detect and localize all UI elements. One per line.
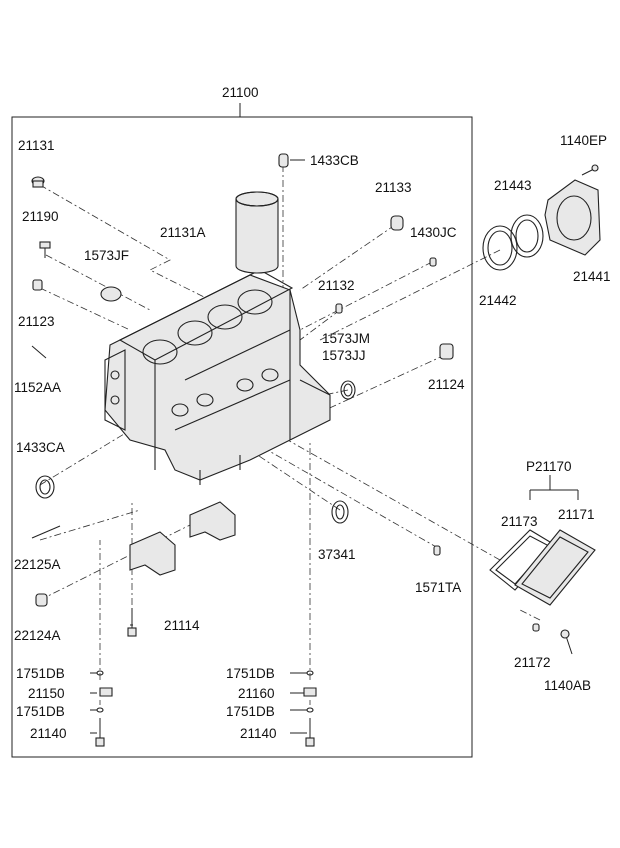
seal-21442 [482,225,518,271]
label-1751DB-c: 1751DB [16,704,65,719]
bolt-1140EP [581,164,599,176]
label-1751DB-d: 1751DB [226,704,275,719]
label-21171: 21171 [558,507,595,522]
bolt-21114 [127,608,137,637]
part-21172 [532,623,540,632]
part-21132 [335,303,343,314]
bracket-P21170 [529,475,579,500]
bolt-21190 [39,241,51,258]
label-21132: 21132 [318,278,355,293]
seal-1573JJ [340,380,356,400]
part-22124A [35,593,48,607]
bearing-cap-2 [189,501,236,541]
label-21160: 21160 [238,686,275,701]
part-21124 [439,343,454,360]
label-21441: 21441 [573,269,611,284]
label-22124A: 22124A [14,628,61,643]
label-1433CA: 1433CA [16,440,65,455]
label-21173: 21173 [501,514,538,529]
pin-1430JC [429,257,437,267]
bearing-cap-1 [129,531,176,576]
label-21140-b: 21140 [240,726,277,741]
label-1433CB: 1433CB [310,153,359,168]
label-1573JF: 1573JF [84,248,129,263]
seal-housing-21441 [544,179,601,256]
pin-22125A [31,525,61,539]
ring-1751DB-d [306,707,314,713]
label-21100: 21100 [222,85,259,100]
label-37341: 37341 [318,547,356,562]
label-21131: 21131 [18,138,55,153]
part-1571TA [433,545,441,556]
seal-1433CA [35,475,55,499]
bolt-1140AB [560,629,573,655]
bolt-21140-a [95,718,105,747]
label-1751DB-b: 1751DB [226,666,275,681]
label-21150: 21150 [28,686,65,701]
cap-1573JF [100,286,122,302]
label-1751DB-a: 1751DB [16,666,65,681]
label-1152AA: 1152AA [14,380,61,395]
plug-21133 [390,215,404,231]
cover-21171 [514,529,596,606]
label-P21170: P21170 [526,459,572,474]
part-21160 [303,687,317,697]
label-21123: 21123 [18,314,55,329]
seal-37341 [331,500,349,524]
stud-1152AA [31,345,47,359]
label-21443: 21443 [494,178,532,193]
seal-21443 [510,214,544,258]
label-21442: 21442 [479,293,517,308]
label-21133: 21133 [375,180,412,195]
label-21140-a: 21140 [30,726,67,741]
ring-1751DB-c [96,707,104,713]
label-1140EP: 1140EP [560,133,607,148]
assembly-frame [11,116,473,758]
plug-21123 [32,279,43,291]
bolt-21140-b [305,718,315,747]
leader-lines [39,165,541,705]
part-21150 [99,687,113,697]
label-1573JM: 1573JM [322,331,370,346]
cylinder-liner-21131A [235,191,279,274]
label-21131A: 21131A [160,225,206,240]
label-21172: 21172 [514,655,551,670]
label-21190: 21190 [22,209,59,224]
label-21114: 21114 [164,618,200,633]
label-ticks [90,159,307,734]
cylinder-block [104,269,331,485]
label-1571TA: 1571TA [415,580,461,595]
label-22125A: 22125A [14,557,61,572]
pin-1433CB [278,153,289,168]
label-1430JC: 1430JC [410,225,457,240]
label-1140AB: 1140AB [544,678,591,693]
label-21124: 21124 [428,377,465,392]
label-1573JJ: 1573JJ [322,348,366,363]
plug-21131 [31,176,45,188]
